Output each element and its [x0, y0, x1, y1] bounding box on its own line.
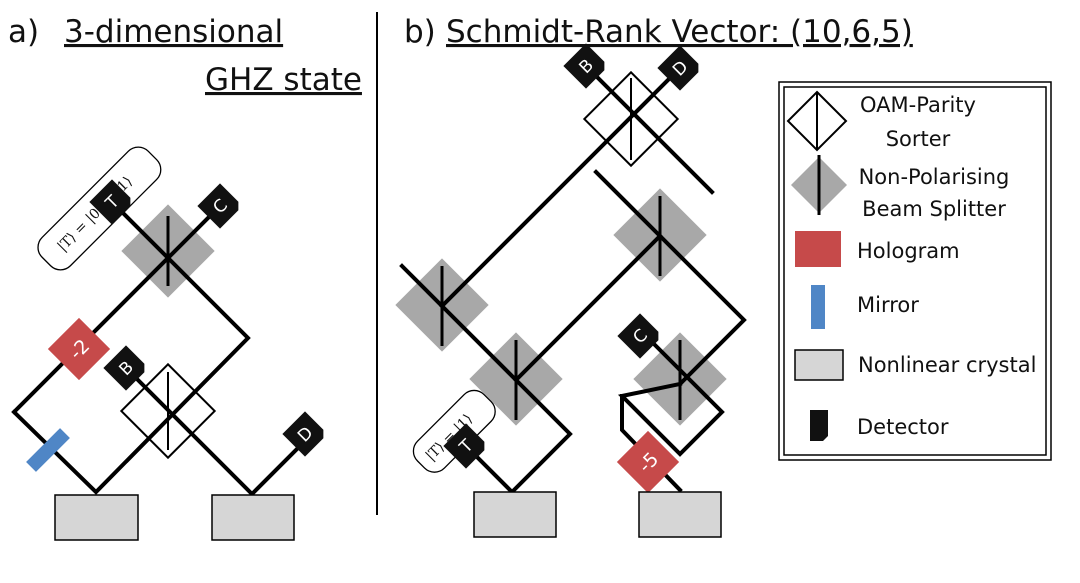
panel-b-beam-e [617, 333, 725, 457]
panel-b-hologram [616, 430, 680, 494]
crystal-icon [794, 349, 844, 381]
hologram-icon [795, 231, 841, 267]
legend-item-1-line1: OAM-Parity [860, 93, 976, 117]
panel-a-beam-path-loop [11, 255, 251, 495]
legend-item-1-line2: Sorter [886, 127, 951, 151]
panel-b: b) Schmidt-Rank Vector: (10,6,5) -5 [395, 14, 913, 538]
panel-a-beam-B-D [127, 369, 313, 497]
panel-a-crystal-right [211, 494, 295, 541]
legend-border-outer [778, 81, 1052, 461]
panel-a-crystal-left [54, 494, 139, 541]
legend: OAM-Parity Sorter Non-Polarising Beam Sp… [778, 81, 1052, 461]
panel-a-detector-T: T [89, 179, 131, 225]
panel-a-title-line2: GHZ state [205, 62, 362, 98]
panel-b-detector-C: C [617, 313, 659, 359]
panel-b-detector-D: D [657, 45, 699, 91]
panel-b-detector-T: T [443, 423, 485, 469]
panel-b-crystal-right [638, 491, 722, 538]
panel-b-label: b) [404, 14, 436, 50]
legend-item-2-line2: Beam Splitter [862, 197, 1006, 221]
panel-b-crystal-left [473, 491, 557, 538]
legend-item-5-label: Nonlinear crystal [858, 353, 1036, 377]
panel-b-title: Schmidt-Rank Vector: (10,6,5) [446, 14, 913, 50]
panel-a-mirror [26, 428, 70, 472]
panel-a-hologram [47, 317, 111, 381]
panel-a-detector-D: D [282, 411, 324, 457]
panel-a-label: a) [8, 14, 39, 50]
legend-item-2-line1: Non-Polarising [859, 165, 1010, 189]
panel-b-beam-d [593, 169, 663, 239]
legend-item-4-label: Mirror [857, 293, 919, 317]
legend-item-6-label: Detector [857, 415, 949, 439]
panel-b-trigger-bubble: |T⟩ = |1⟩ [412, 389, 496, 473]
oam-parity-sorter-icon [786, 90, 848, 152]
panel-a: a) 3-dimensional GHZ state -2 |T⟩ = |0⟩ … [8, 14, 362, 541]
legend-item-3-label: Hologram [857, 239, 960, 263]
beam-splitter-icon [791, 155, 847, 215]
panel-b-detector-B: B [563, 43, 605, 89]
panel-a-title-line1: 3-dimensional [64, 14, 283, 50]
mirror-icon [811, 285, 825, 329]
panel-b-beam-stub [399, 263, 445, 309]
panel-b-beam-c [465, 377, 573, 495]
detector-icon [810, 410, 828, 441]
panel-a-detector-B: B [103, 345, 145, 391]
panel-a-detector-C: C [197, 183, 239, 229]
legend-border-inner [783, 86, 1047, 456]
